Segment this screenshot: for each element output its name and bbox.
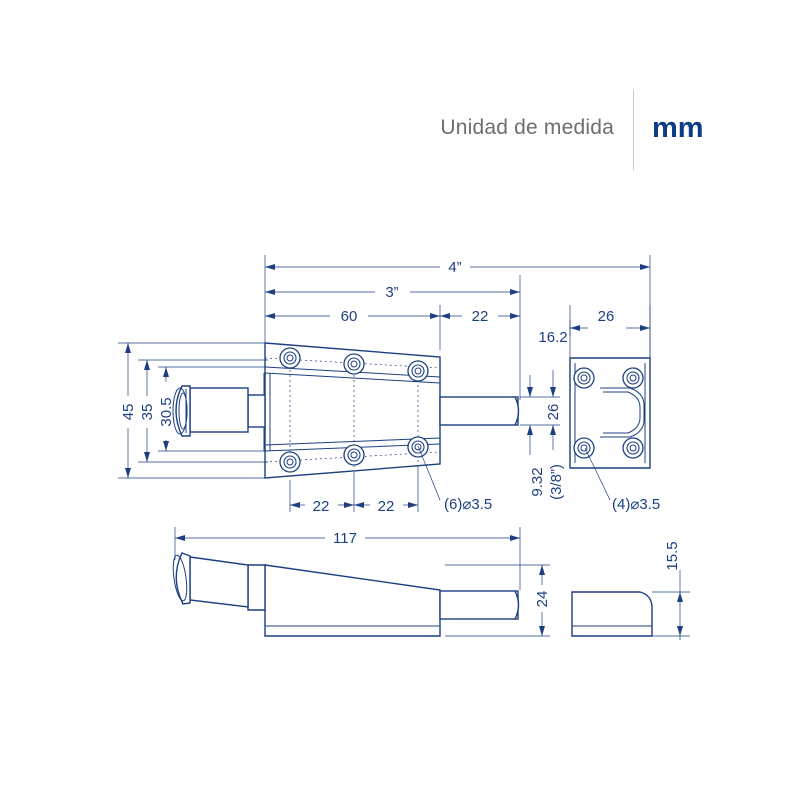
unit-value: mm: [652, 112, 704, 144]
dim-pin-26: 26: [545, 404, 562, 421]
dim-117: 117: [333, 530, 357, 547]
screw-icon: [279, 347, 301, 369]
dim-holes-strike: (4)⌀3.5: [612, 496, 660, 513]
dim-24: 24: [534, 591, 551, 608]
dimension-lines: [118, 264, 683, 640]
unit-label: Unidad de medida: [440, 116, 614, 139]
unit-divider: [633, 90, 634, 170]
screw-icon: [573, 367, 595, 389]
dim-pin-9-32: 9.32: [529, 467, 546, 496]
screw-icon: [279, 451, 301, 473]
screw-icon: [622, 367, 644, 389]
dimension-labels: 4” 3” 60 22 26 16.2 45 35 30.5 26 9.32 (…: [120, 259, 681, 607]
dim-holes-main: (6)⌀3.5: [444, 496, 492, 513]
screw-icon: [573, 437, 595, 459]
strike-plate-side-view: [571, 591, 690, 637]
dim-pin-3-8: (3/8”): [548, 464, 565, 500]
screw-icon: [622, 437, 644, 459]
latch-top-view: [172, 255, 651, 479]
screw-icon: [407, 360, 429, 382]
screw-icon: [407, 436, 429, 458]
dim-hole-spacing-2: 22: [378, 498, 395, 515]
dim-45: 45: [120, 404, 137, 421]
dim-hole-spacing-1: 22: [313, 498, 330, 515]
dim-30-5: 30.5: [158, 397, 175, 426]
latch-side-view: [172, 527, 521, 637]
dim-60: 60: [341, 308, 358, 325]
screw-icon: [343, 353, 365, 375]
screw-icon: [343, 444, 365, 466]
dim-3in: 3”: [385, 284, 398, 301]
dim-15-5: 15.5: [664, 541, 681, 570]
dim-4in: 4”: [448, 259, 461, 276]
strike-plate-top-view: [569, 305, 651, 469]
dim-strike-16-2: 16.2: [538, 329, 567, 346]
dim-22-top: 22: [472, 308, 489, 325]
dim-strike-26: 26: [598, 308, 615, 325]
dim-35: 35: [139, 404, 156, 421]
